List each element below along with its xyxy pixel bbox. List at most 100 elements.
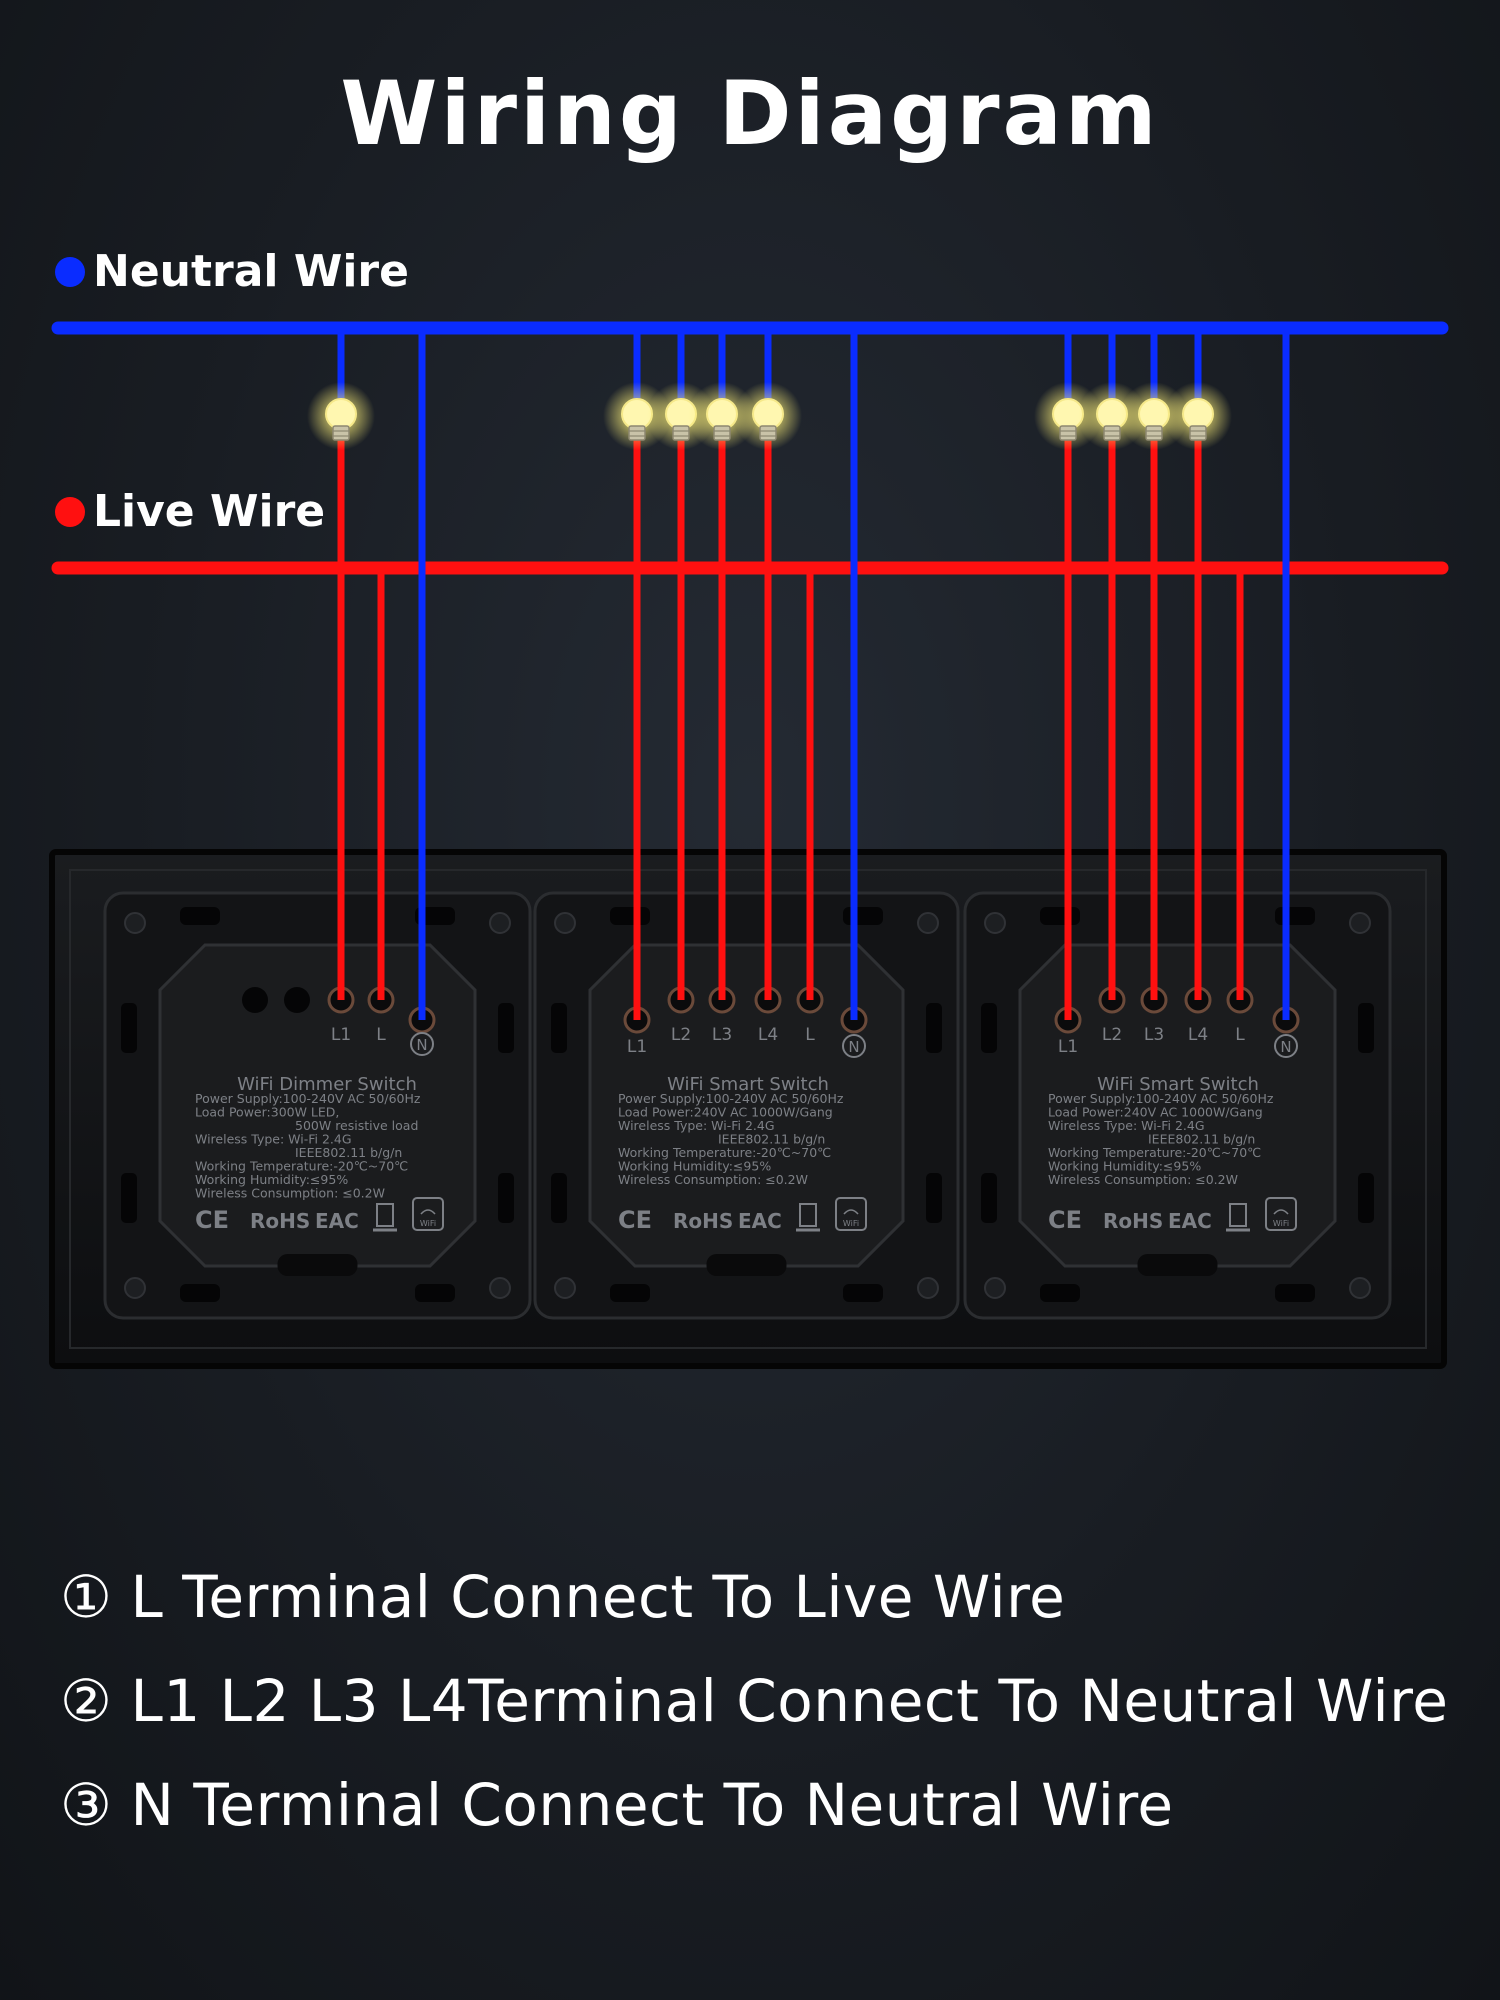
screw-icon <box>984 1277 1006 1299</box>
terminal-label: L3 <box>1144 1025 1164 1045</box>
wifi-arc-icon <box>843 1209 859 1215</box>
spec-line: Working Temperature:-20℃~70℃ <box>618 1145 831 1160</box>
panel-inner-edge <box>69 869 1427 1349</box>
spec-line: Wireless Consumption: ≤0.2W <box>618 1172 808 1187</box>
screw-icon <box>124 912 146 934</box>
eac-mark: EAC <box>738 1209 782 1233</box>
mounting-slot <box>1275 907 1315 925</box>
weee-bin-icon <box>1229 1203 1247 1227</box>
bulb-base <box>1189 425 1207 441</box>
live-wire-legend: Live Wire <box>55 486 325 537</box>
terminal-label: L2 <box>1102 1025 1122 1045</box>
terminal-label: N <box>416 1036 427 1054</box>
screw-icon <box>1349 912 1371 934</box>
terminal-label: L1 <box>331 1025 351 1045</box>
wifi-badge-icon <box>835 1197 867 1231</box>
terminal-label: L4 <box>758 1025 778 1045</box>
terminal-label: N <box>848 1038 859 1056</box>
mounting-slot <box>1358 1003 1374 1053</box>
bulb-glass <box>1182 398 1214 430</box>
screw-icon <box>1349 1277 1371 1299</box>
wifi-badge-label: WiFi <box>843 1219 859 1228</box>
terminal-label: L2 <box>671 1025 691 1045</box>
module-body <box>588 943 905 1268</box>
neutral-dot-icon <box>55 256 85 287</box>
instruction-2-text: L1 L2 L3 L4Terminal Connect To Neutral W… <box>130 1667 1449 1735</box>
spec-line: IEEE802.11 b/g/n <box>718 1132 825 1147</box>
mounting-slot <box>981 1003 997 1053</box>
neutral-terminal-mark-icon <box>842 1034 866 1058</box>
bulb-base <box>1103 425 1121 441</box>
wires <box>51 321 1449 1020</box>
spec-line: Load Power:240V AC 1000W/Gang <box>618 1105 833 1120</box>
terminal-label: L1 <box>627 1037 647 1057</box>
mounting-slot <box>1358 1173 1374 1223</box>
spec-line: IEEE802.11 b/g/n <box>295 1145 402 1160</box>
spec-line: Wireless Consumption: ≤0.2W <box>195 1186 385 1201</box>
screw-icon <box>124 1277 146 1299</box>
eac-mark: EAC <box>315 1209 359 1233</box>
spec-line: Working Temperature:-20℃~70℃ <box>195 1159 408 1174</box>
spec-line: Working Temperature:-20℃~70℃ <box>1048 1145 1261 1160</box>
instruction-2-number: ② <box>60 1667 113 1735</box>
mounting-slot <box>610 907 650 925</box>
spec-line: Working Humidity:≤95% <box>1048 1159 1201 1174</box>
bulb-glass <box>706 398 738 430</box>
module-name: WiFi Smart Switch <box>667 1074 829 1095</box>
bulb-base <box>759 425 777 441</box>
instruction-1-number: ① <box>60 1563 113 1631</box>
spec-line: Wireless Type: Wi-Fi 2.4G <box>618 1118 775 1133</box>
neutral-wire-label: Neutral Wire <box>93 246 409 297</box>
weee-bin-icon <box>376 1203 394 1227</box>
terminal-label: N <box>1280 1038 1291 1056</box>
mounting-slot <box>121 1173 137 1223</box>
terminal-label: L4 <box>1188 1025 1208 1045</box>
spec-line: Load Power:300W LED, <box>195 1105 339 1120</box>
spec-line: Wireless Type: Wi-Fi 2.4G <box>195 1132 352 1147</box>
screw-icon <box>984 912 1006 934</box>
mounting-slot <box>610 1284 650 1302</box>
bulb-icon <box>734 382 802 450</box>
wifi-badge-icon <box>412 1197 444 1231</box>
wifi-badge-icon <box>1265 1197 1297 1231</box>
rohs-mark: RoHS <box>250 1209 310 1233</box>
spec-line: Working Humidity:≤95% <box>618 1159 771 1174</box>
bulb-icon <box>1164 382 1232 450</box>
rohs-mark: RoHS <box>673 1209 733 1233</box>
terminal-label: L <box>1235 1025 1245 1045</box>
spec-line: Power Supply:100-240V AC 50/60Hz <box>1048 1091 1274 1106</box>
page-title: Wiring Diagram <box>340 62 1160 165</box>
terminal-label: L3 <box>712 1025 732 1045</box>
live-wire-label: Live Wire <box>93 486 326 537</box>
spec-line: 500W resistive load <box>295 1118 418 1133</box>
bulb-base <box>1059 425 1077 441</box>
bulb-base <box>1145 425 1163 441</box>
eac-mark: EAC <box>1168 1209 1212 1233</box>
wifi-arc-icon <box>1273 1209 1289 1215</box>
bulbs <box>307 382 1232 450</box>
instruction-3-text: N Terminal Connect To Neutral Wire <box>130 1771 1174 1839</box>
mounting-slot <box>1040 1284 1080 1302</box>
wifi-arc-icon <box>420 1209 436 1215</box>
mounting-slot <box>1040 907 1080 925</box>
neutral-terminal-mark-icon <box>410 1032 434 1056</box>
mounting-slot <box>551 1003 567 1053</box>
release-slot <box>277 1254 358 1276</box>
ce-mark: CE <box>1048 1206 1082 1234</box>
spec-line: Load Power:240V AC 1000W/Gang <box>1048 1105 1263 1120</box>
terminal-label: L <box>376 1025 386 1045</box>
unused-terminal <box>242 987 268 1013</box>
bulb-base <box>628 425 646 441</box>
mounting-slot <box>981 1173 997 1223</box>
release-slot <box>1137 1254 1218 1276</box>
ce-mark: CE <box>195 1206 229 1234</box>
mounting-slot <box>843 1284 883 1302</box>
mounting-slot <box>121 1003 137 1053</box>
screw-icon <box>917 1277 939 1299</box>
wifi-badge-label: WiFi <box>420 1219 436 1228</box>
